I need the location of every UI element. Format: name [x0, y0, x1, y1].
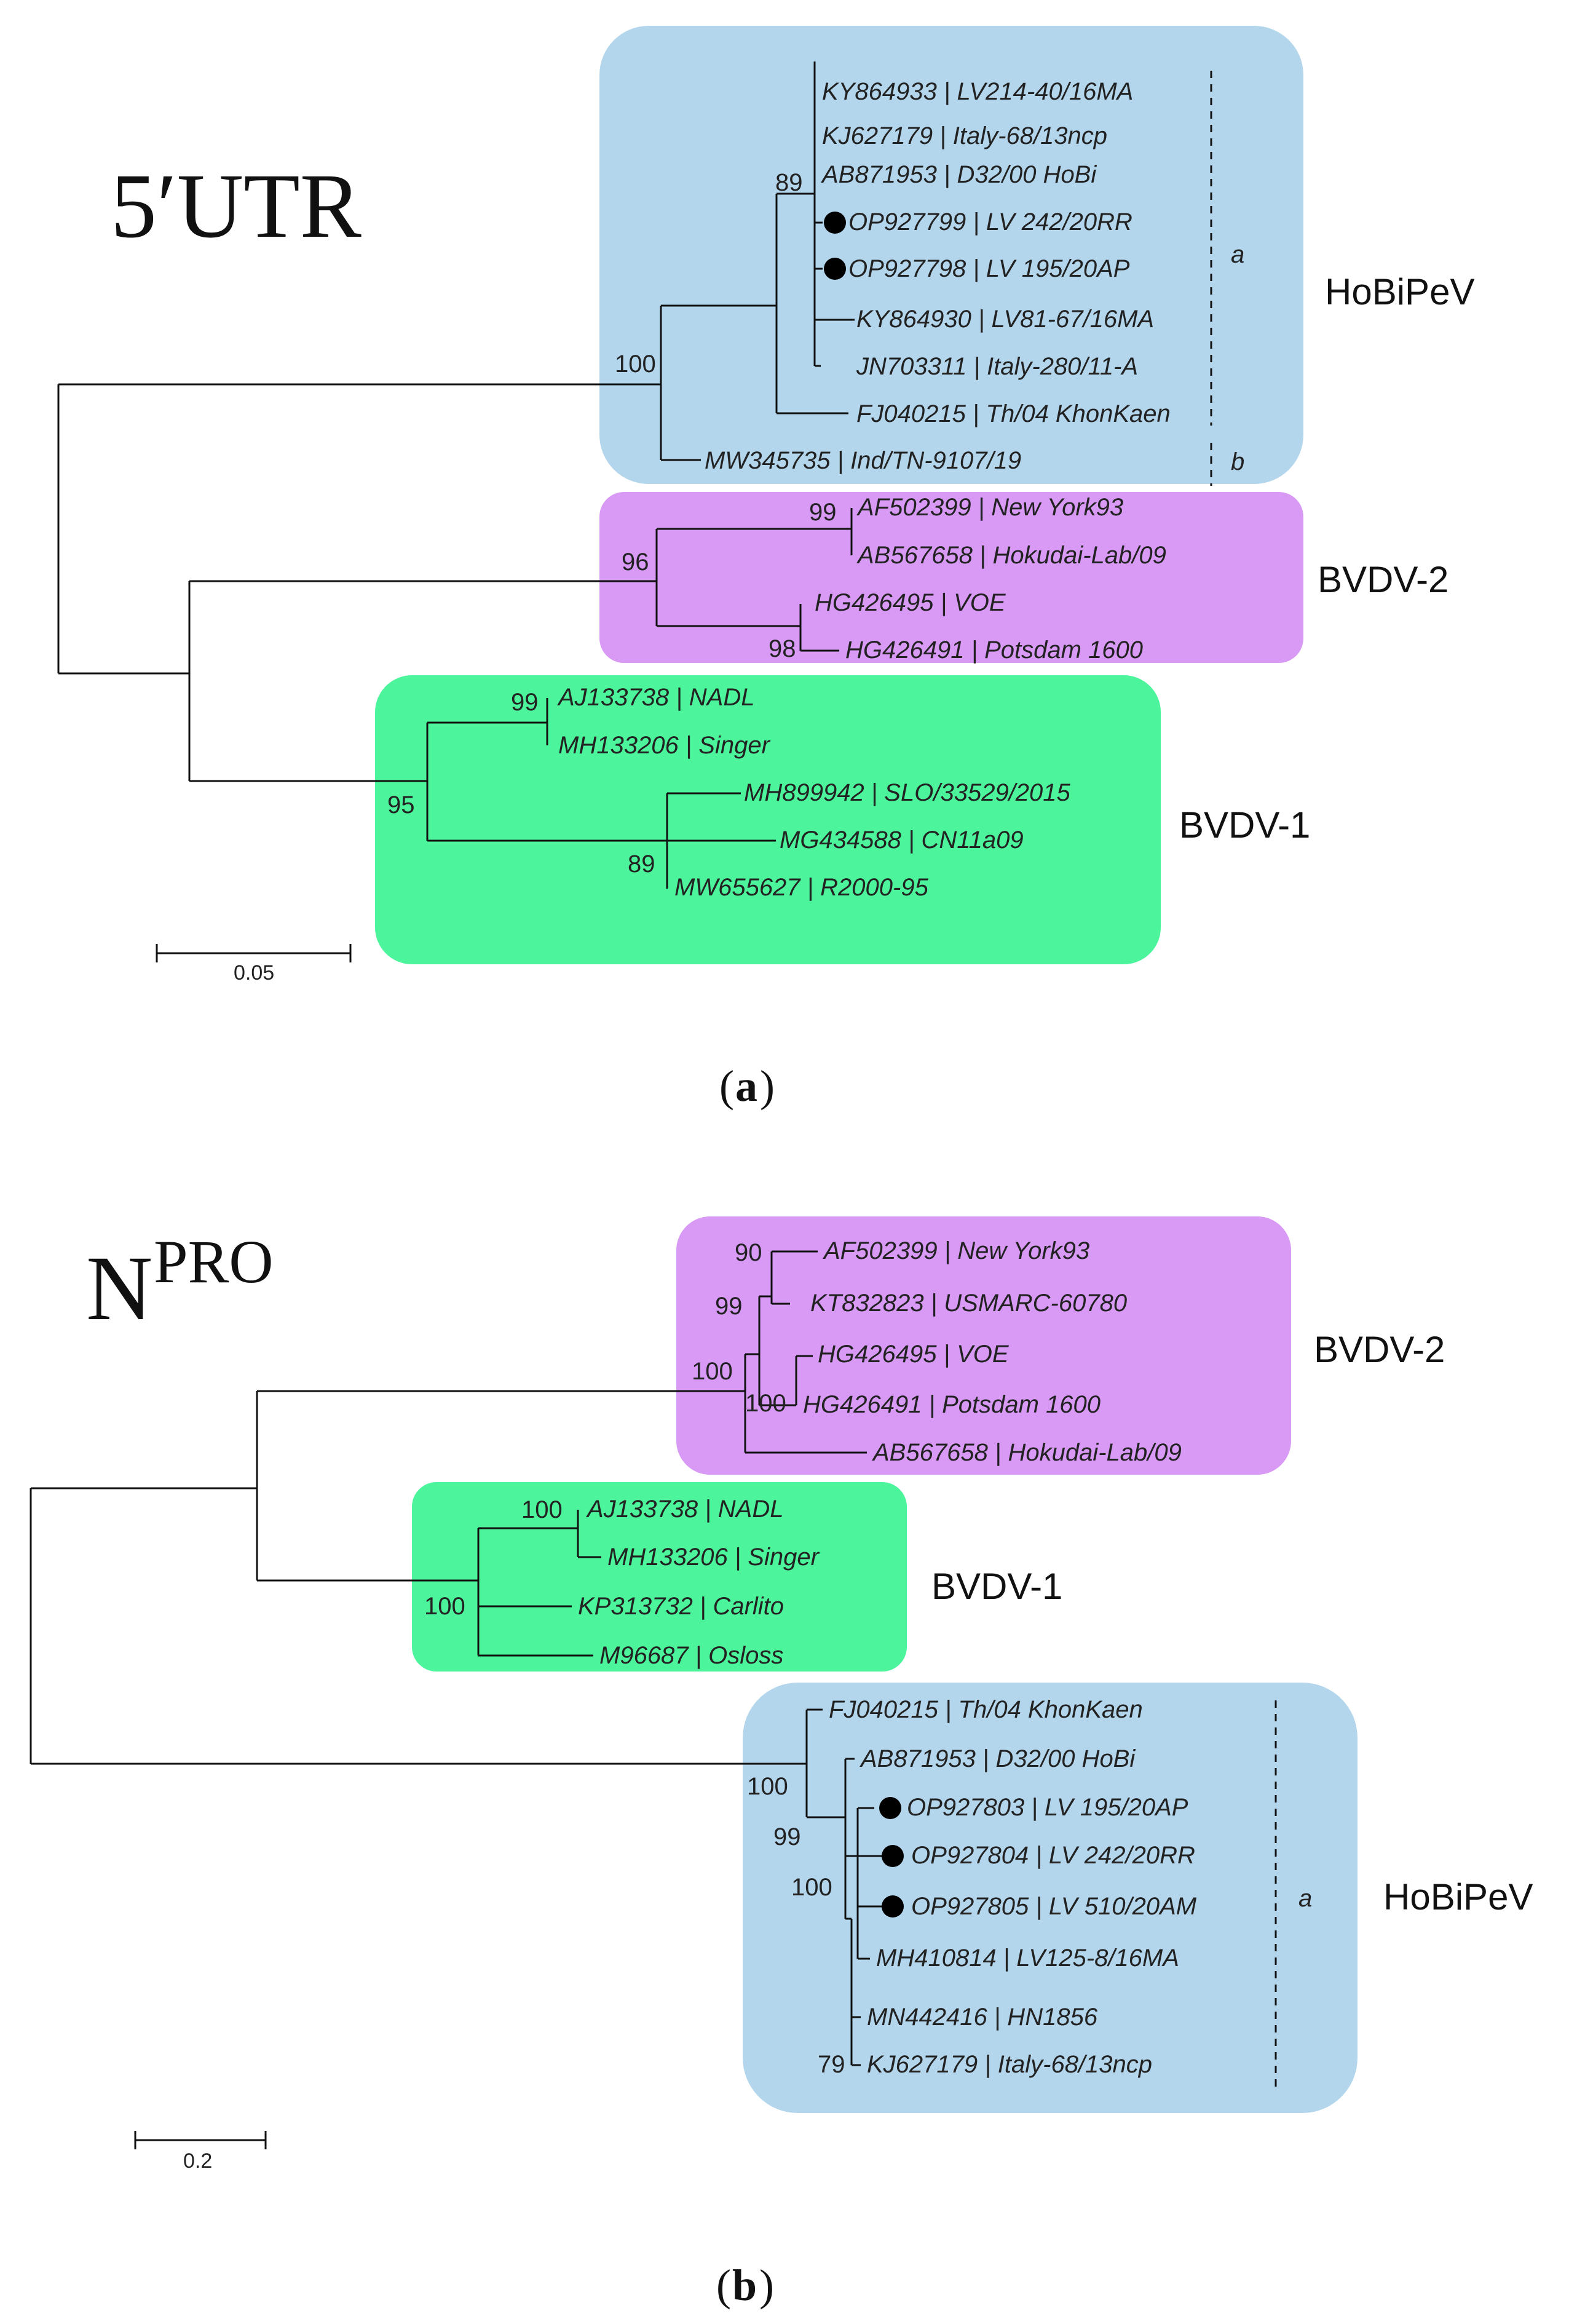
new-sequence-marker	[824, 258, 846, 280]
bootstrap-value: 100	[747, 1773, 788, 1800]
tip-label: MW345735 | Ind/TN-9107/19	[705, 447, 1021, 474]
scale-bar-b: 0.2	[134, 2131, 267, 2173]
tree-b-branches	[30, 1250, 882, 2066]
bootstrap-value: 98	[769, 635, 796, 662]
bootstrap-value: 99	[511, 689, 539, 716]
tip-label: AB871953 | D32/00 HoBi	[860, 1745, 1136, 1772]
tip-label: MW655627 | R2000-95	[674, 874, 929, 901]
tip-label: FJ040215 | Th/04 KhonKaen	[829, 1696, 1143, 1723]
tree-b-tips: AF502399 | New York93 KT832823 | USMARC-…	[578, 1237, 1197, 2078]
bootstrap-value: 100	[745, 1390, 786, 1417]
tip-label: KJ627179 | Italy-68/13ncp	[867, 2051, 1152, 2078]
tree-a-tips: KY864933 | LV214-40/16MA KJ627179 | Ital…	[557, 78, 1171, 901]
clade-label-bvdv1: BVDV-1	[931, 1566, 1062, 1607]
svg-text:): )	[760, 1061, 775, 1111]
tip-label: AF502399 | New York93	[856, 494, 1123, 521]
tip-label: HG426491 | Potsdam 1600	[803, 1391, 1101, 1418]
panel-a-title: 5′UTR	[111, 155, 362, 257]
tip-label: OP927804 | LV 242/20RR	[911, 1842, 1195, 1869]
tip-label: OP927805 | LV 510/20AM	[911, 1893, 1197, 1920]
clade-label-hobipev: HoBiPeV	[1383, 1876, 1533, 1917]
bootstrap-value: 100	[791, 1874, 832, 1901]
subclade-b-label: b	[1231, 448, 1244, 475]
bootstrap-value: 95	[387, 791, 415, 819]
panel-b: N PRO	[30, 1216, 1533, 2310]
tree-b-bootstrap: 90 99 100 100 100 100 100 99 100 79	[424, 1239, 845, 2078]
tip-label: KJ627179 | Italy-68/13ncp	[822, 122, 1107, 149]
bootstrap-value: 96	[622, 549, 649, 576]
tip-label: M96687 | Osloss	[599, 1642, 783, 1669]
tip-label: AB871953 | D32/00 HoBi	[821, 161, 1097, 188]
bootstrap-value: 100	[692, 1358, 733, 1385]
bootstrap-value: 89	[775, 169, 803, 196]
new-sequence-marker	[824, 212, 846, 234]
tip-label: KT832823 | USMARC-60780	[810, 1290, 1127, 1317]
svg-text:(: (	[716, 2261, 731, 2310]
tip-label: KY864933 | LV214-40/16MA	[822, 78, 1133, 105]
tip-label: KY864930 | LV81-67/16MA	[856, 306, 1154, 333]
panel-b-title-sup: PRO	[154, 1227, 274, 1296]
hobipev-clade-box-a	[599, 26, 1303, 484]
tree-a-bootstrap: 89 100 99 96 98 99 95 89	[387, 169, 837, 878]
bvdv2-clade-box-a	[599, 492, 1303, 663]
tip-label: JN703311 | Italy-280/11-A	[856, 353, 1138, 380]
tip-label: AB567658 | Hokudai-Lab/09	[856, 542, 1166, 569]
tip-label: MH133206 | Singer	[558, 732, 771, 759]
tip-label: OP927803 | LV 195/20AP	[907, 1794, 1188, 1821]
tip-label: HG426495 | VOE	[815, 589, 1006, 616]
bootstrap-value: 99	[715, 1293, 743, 1320]
tip-label: AF502399 | New York93	[823, 1237, 1089, 1264]
tip-label: HG426495 | VOE	[818, 1341, 1010, 1368]
panel-b-caption: ( b )	[716, 2261, 774, 2310]
scale-bar-label: 0.2	[183, 2149, 212, 2173]
bvdv1-clade-box-a	[375, 675, 1161, 964]
tip-label: AJ133738 | NADL	[586, 1496, 783, 1523]
tip-label: MN442416 | HN1856	[867, 2004, 1098, 2031]
tip-label: AB567658 | Hokudai-Lab/09	[872, 1439, 1182, 1466]
tip-label: MG434588 | CN11a09	[780, 827, 1024, 854]
new-sequence-marker	[879, 1797, 901, 1819]
subclade-a-label: a	[1298, 1885, 1312, 1912]
caption-letter: b	[732, 2261, 757, 2310]
tip-label: FJ040215 | Th/04 KhonKaen	[856, 400, 1171, 427]
clade-label-bvdv1: BVDV-1	[1179, 804, 1310, 846]
bootstrap-value: 89	[628, 851, 655, 878]
svg-text:): )	[759, 2261, 774, 2310]
tip-label: HG426491 | Potsdam 1600	[845, 637, 1143, 664]
clade-label-bvdv2: BVDV-2	[1314, 1329, 1445, 1370]
bootstrap-value: 100	[521, 1496, 563, 1523]
tip-label: OP927799 | LV 242/20RR	[848, 208, 1132, 236]
bootstrap-value: 79	[818, 2051, 845, 2078]
bvdv2-clade-box-b	[676, 1216, 1291, 1475]
caption-letter: a	[735, 1061, 757, 1111]
panel-a: 5′UTR	[57, 26, 1474, 1111]
hobipev-clade-box-b	[743, 1683, 1358, 2113]
scale-bar-a: 0.05	[156, 944, 352, 985]
panel-b-title-main: N	[86, 1237, 152, 1339]
clade-label-hobipev: HoBiPeV	[1325, 271, 1474, 312]
tip-label: MH899942 | SLO/33529/2015	[744, 779, 1071, 806]
scale-bar-label: 0.05	[234, 961, 274, 985]
tip-label: MH410814 | LV125-8/16MA	[876, 1945, 1179, 1972]
bootstrap-value: 99	[809, 499, 837, 526]
tip-label: AJ133738 | NADL	[557, 684, 754, 711]
new-sequence-marker	[882, 1845, 904, 1867]
panel-b-title: N PRO	[86, 1227, 274, 1339]
svg-text:(: (	[719, 1061, 734, 1111]
tip-label: KP313732 | Carlito	[578, 1593, 784, 1620]
new-sequence-marker	[882, 1895, 904, 1917]
bootstrap-value: 90	[735, 1239, 762, 1266]
subclade-a-label: a	[1231, 241, 1244, 268]
tip-label: OP927798 | LV 195/20AP	[848, 255, 1130, 282]
tip-label: MH133206 | Singer	[607, 1544, 820, 1571]
bootstrap-value: 100	[424, 1593, 465, 1620]
bootstrap-value: 99	[773, 1823, 801, 1850]
clade-label-bvdv2: BVDV-2	[1318, 559, 1448, 600]
bvdv1-clade-box-b	[412, 1482, 907, 1672]
tree-a-branches	[57, 61, 855, 889]
bootstrap-value: 100	[615, 351, 656, 378]
panel-a-caption: ( a )	[719, 1061, 775, 1111]
